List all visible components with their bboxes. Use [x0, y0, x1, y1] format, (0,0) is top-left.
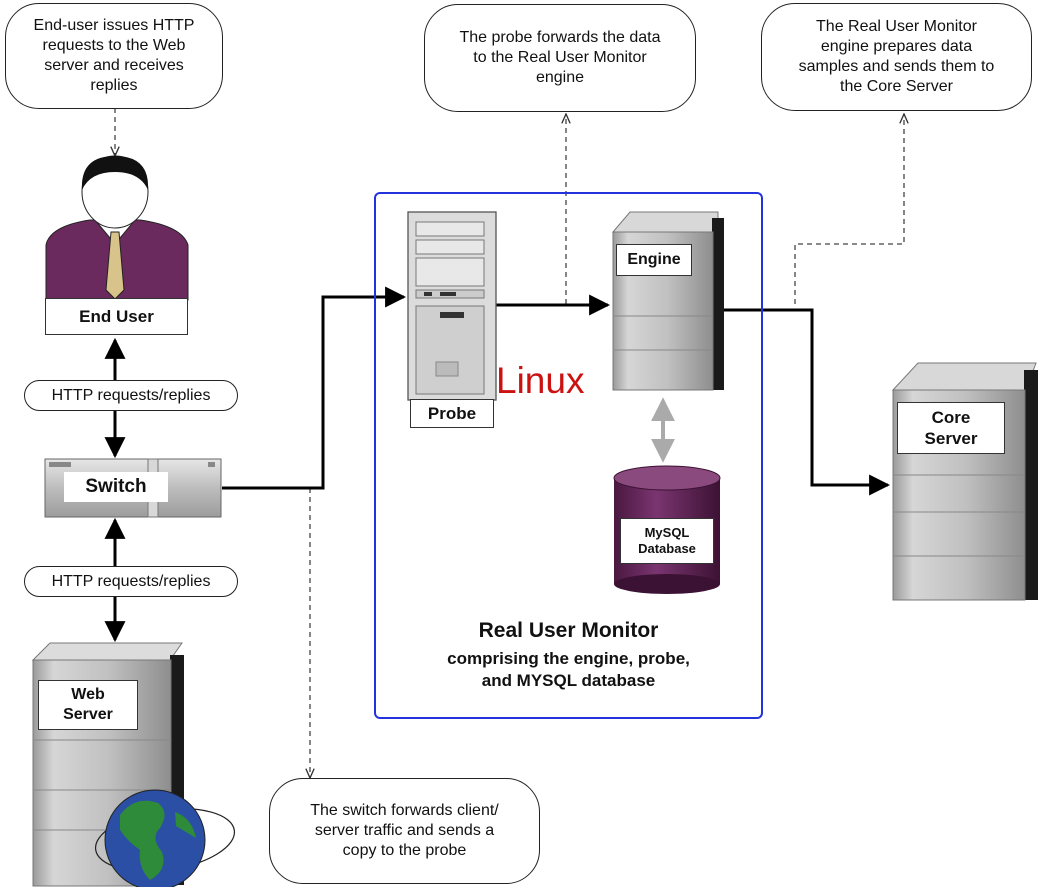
web-server-label: Web Server: [38, 680, 138, 730]
probe-label: Probe: [410, 399, 494, 428]
dashed-connectors: [115, 108, 904, 778]
engine-prepares-callout: The Real User Monitor engine prepares da…: [761, 3, 1032, 111]
engine-callout-connector: [794, 114, 904, 304]
http-requests-upper: HTTP requests/replies: [24, 380, 238, 411]
real-user-monitor-subtitle: comprising the engine, probe, and MYSQL …: [447, 649, 690, 690]
engine-coreserver-connector: [724, 308, 891, 496]
real-user-monitor-group: [374, 192, 763, 719]
solid-connectors: [104, 286, 891, 643]
http-requests-lower: HTTP requests/replies: [24, 566, 238, 597]
core-server-device: [891, 362, 1038, 601]
switch-label: Switch: [64, 472, 168, 502]
end-user-figure: [45, 155, 189, 301]
tie-icon: [105, 231, 125, 300]
person-hair-icon: [81, 156, 149, 190]
probe-forwards-callout: The probe forwards the data to the Real …: [424, 4, 696, 112]
globe-land-icon: [120, 800, 165, 880]
real-user-monitor-title: Real User Monitor: [478, 619, 659, 642]
core-server-label: Core Server: [897, 402, 1005, 454]
linux-label: Linux: [496, 360, 585, 401]
engine-label: Engine: [616, 244, 692, 276]
mysql-database-label: MySQL Database: [620, 518, 714, 564]
switch-probe-connector: [222, 286, 407, 490]
end-user-label: End User: [45, 298, 188, 335]
switch-forwards-callout: The switch forwards client/ server traff…: [269, 778, 540, 884]
probe-device: [407, 211, 497, 401]
end-user-callout: End-user issues HTTP requests to the Web…: [5, 3, 223, 109]
